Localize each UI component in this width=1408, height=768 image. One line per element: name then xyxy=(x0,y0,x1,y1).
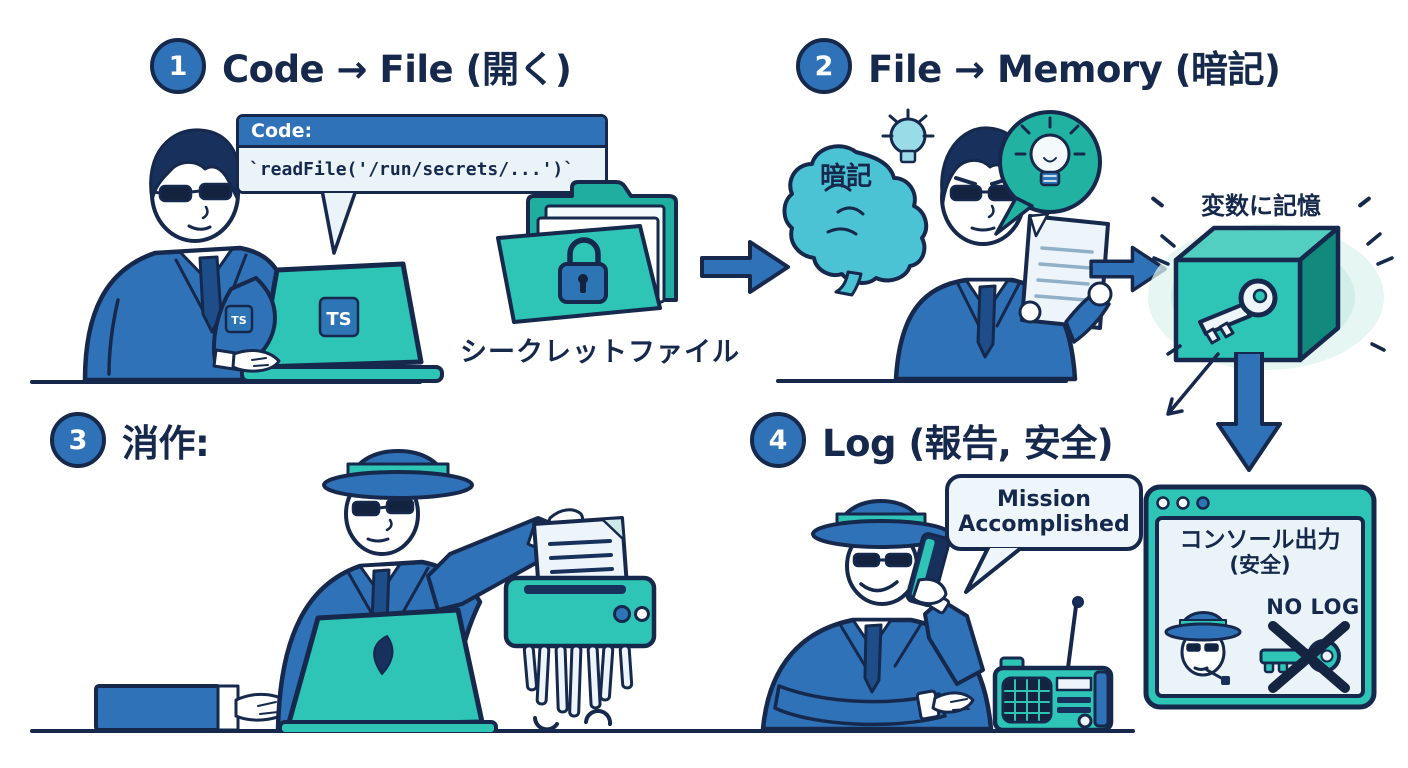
spy-reporting-illustration xyxy=(760,499,1114,732)
code-bubble-tail xyxy=(320,193,357,255)
hair xyxy=(149,128,241,202)
laptop xyxy=(278,607,498,733)
window-dot-3 xyxy=(1196,496,1210,510)
key-icon xyxy=(1198,278,1278,345)
window-dot-2 xyxy=(1176,496,1190,510)
laptop-logo xyxy=(373,635,394,675)
sunglasses-icon xyxy=(151,182,240,203)
ts-logo xyxy=(318,296,360,338)
code-bubble-header: Code: xyxy=(239,117,605,148)
arrow-right-1 xyxy=(700,240,790,294)
memory-safe-illustration xyxy=(1148,224,1394,370)
mission-bubble-tail xyxy=(964,548,1025,594)
laptop: TS xyxy=(240,261,444,383)
lightbulb-icon xyxy=(881,108,935,164)
spy-face-icon xyxy=(1164,611,1242,685)
sunglasses-icon xyxy=(351,498,415,517)
radio-icon xyxy=(992,596,1114,732)
panel1-title-text: Code → File (開く) xyxy=(222,48,572,91)
console-subtitle: (安全) xyxy=(1229,553,1291,577)
padlock-icon xyxy=(558,237,608,304)
desk-line-bottom xyxy=(30,729,1135,733)
sunglasses-icon xyxy=(852,552,913,568)
arrow-down xyxy=(1216,352,1282,472)
code-speech-bubble: Code: `readFile('/run/secrets/...')` xyxy=(236,114,608,194)
step-1-badge: 1 xyxy=(150,38,206,94)
no-log-label: NO LOG xyxy=(1266,595,1360,619)
arrow-right-2 xyxy=(1089,245,1167,293)
step-4-badge: 4 xyxy=(750,412,806,468)
laptop-base xyxy=(240,365,444,383)
panel4-title-text: Log (報告, 安全) xyxy=(822,422,1114,465)
brain-icon xyxy=(782,144,929,297)
spy-memorizing-illustration xyxy=(782,108,1113,382)
tie xyxy=(863,623,883,694)
mission-speech-bubble: Mission Accomplished xyxy=(945,474,1143,551)
hand xyxy=(911,577,948,606)
window-dot-1 xyxy=(1156,496,1170,510)
code-bubble-body: `readFile('/run/secrets/...')` xyxy=(249,159,575,180)
fedora-hat-icon xyxy=(811,499,951,549)
spy-shredding-illustration xyxy=(94,449,657,733)
fedora-hat-icon xyxy=(322,449,474,500)
console-title: コンソール出力 xyxy=(1179,527,1341,553)
no-log-key-icon xyxy=(1259,621,1350,693)
paper-strips xyxy=(522,644,634,732)
step-3-badge: 3 xyxy=(50,412,106,468)
brain-label: 暗記 xyxy=(819,162,872,192)
panel2-title: 2 File → Memory (暗記) xyxy=(796,38,1281,94)
spy-at-laptop-illustration: TS TS xyxy=(82,128,444,383)
svg-text:TS: TS xyxy=(231,314,247,327)
shredder-icon xyxy=(503,575,657,649)
jacket-ts-badge xyxy=(224,304,254,334)
panel2-title-text: File → Memory (暗記) xyxy=(868,48,1281,91)
panel3-title: 3 消作: xyxy=(50,412,210,468)
laptop-base xyxy=(278,720,498,733)
panel4-title: 4 Log (報告, 安全) xyxy=(750,412,1114,468)
step-2-badge: 2 xyxy=(796,38,852,94)
svg-text:TS: TS xyxy=(326,309,351,330)
secret-folder-illustration xyxy=(496,180,678,324)
arrow-diagonal xyxy=(1166,352,1220,416)
panel3-title-text: 消作: xyxy=(122,422,210,465)
folder-label: シークレットファイル xyxy=(460,337,740,368)
panel1-title: 1 Code → File (開く) xyxy=(150,38,572,94)
idea-bubble-icon xyxy=(994,110,1102,236)
safe-label: 変数に記憶 xyxy=(1166,186,1356,221)
console-window xyxy=(1143,484,1377,710)
tie xyxy=(976,284,997,359)
safe-output-arrows xyxy=(1166,352,1282,472)
